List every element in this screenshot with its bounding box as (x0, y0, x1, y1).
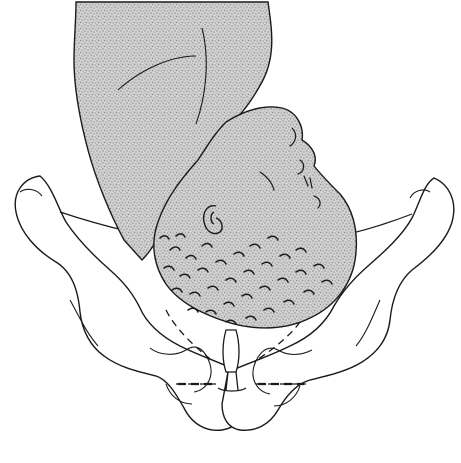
illustration-canvas (0, 0, 461, 463)
delivery-illustration (0, 0, 461, 463)
